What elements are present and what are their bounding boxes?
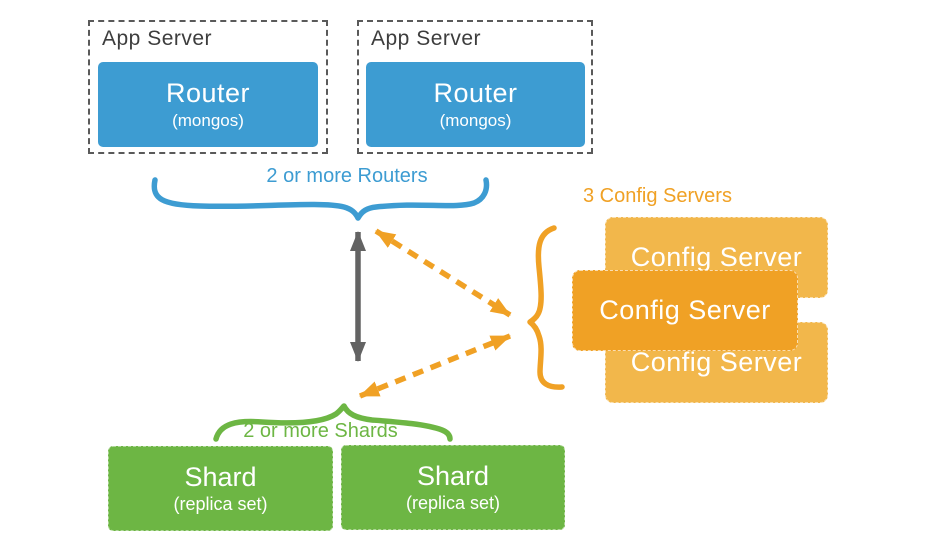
shard-title: Shard (184, 462, 257, 492)
shard-box-2: Shard (replica set) (341, 445, 565, 530)
router-subtitle: (mongos) (439, 111, 512, 130)
router-box-2: Router (mongos) (366, 62, 585, 147)
config-server-label: Config Server (599, 295, 771, 325)
router-title: Router (433, 78, 518, 108)
shard-subtitle: (replica set) (405, 493, 501, 513)
app-server-label: App Server (102, 27, 213, 50)
router-box-1: Router (mongos) (98, 62, 318, 147)
router-subtitle: (mongos) (172, 111, 244, 130)
shards-annotation: 2 or more Shards (243, 420, 398, 442)
config-server-label: Config Server (630, 242, 803, 272)
shard-title: Shard (416, 461, 490, 491)
router-title: Router (165, 78, 251, 108)
config-server-box-2: Config Server (572, 270, 798, 351)
routers-annotation: 2 or more Routers (266, 165, 428, 187)
config-servers-annotation: 3 Config Servers (583, 185, 732, 207)
shard-box-1: Shard (replica set) (108, 446, 333, 531)
config-server-label: Config Server (630, 347, 803, 377)
shard-config-arrow (358, 333, 512, 399)
shard-subtitle: (replica set) (173, 494, 268, 514)
app-server-label: App Server (371, 27, 482, 50)
config-brace-icon (527, 225, 565, 390)
router-config-arrow (374, 228, 512, 318)
